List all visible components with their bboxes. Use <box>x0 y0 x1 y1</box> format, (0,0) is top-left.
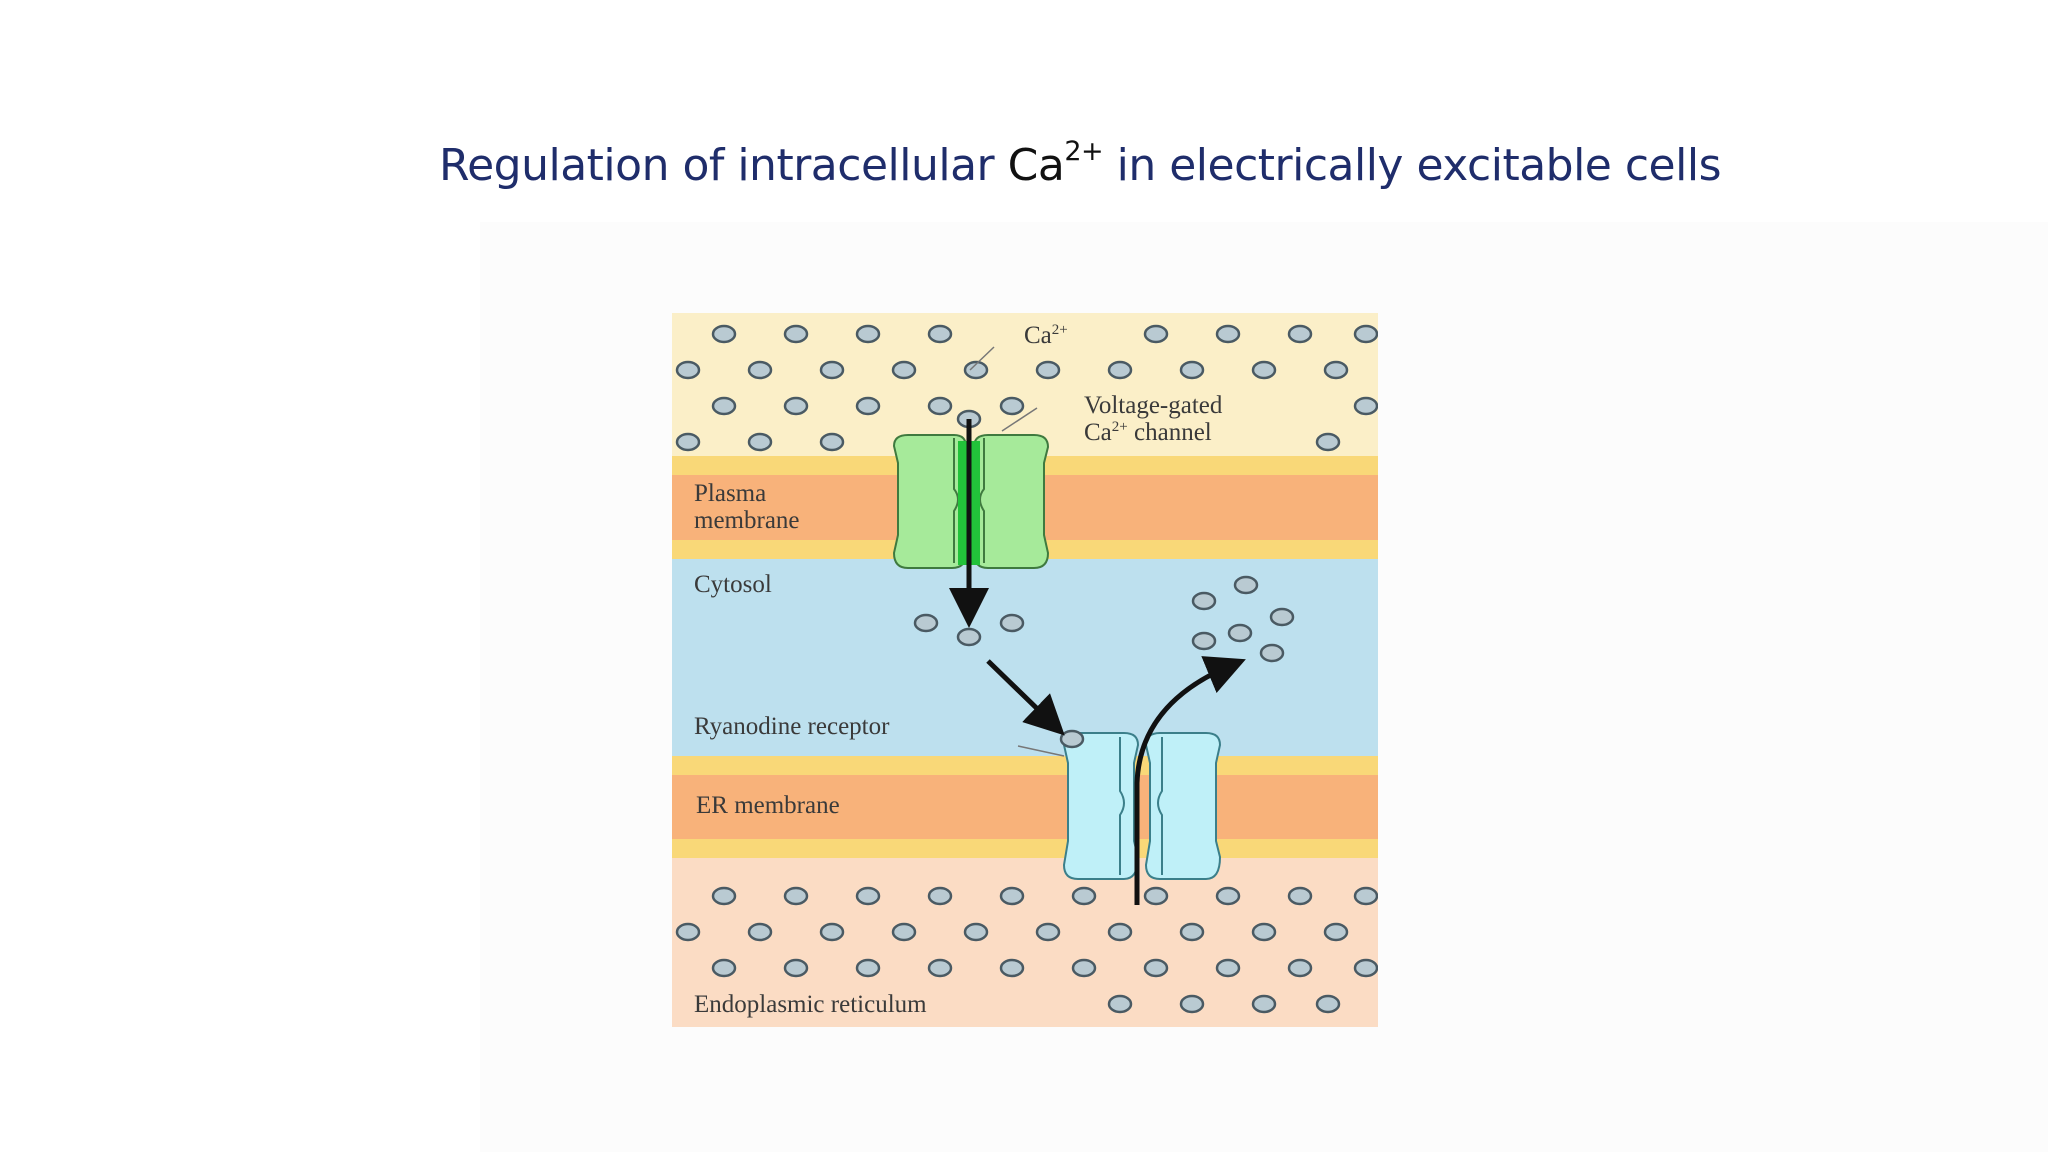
calcium-ion-icon <box>1259 643 1285 663</box>
calcium-ion-icon <box>1107 360 1133 380</box>
calcium-ion-icon <box>711 324 737 344</box>
calcium-ion-icon <box>819 432 845 452</box>
calcium-ion-icon <box>1323 922 1349 942</box>
calcium-ion-icon <box>783 396 809 416</box>
calcium-ion-icon <box>855 958 881 978</box>
ion-label: Ca2+ <box>1024 322 1068 349</box>
calcium-ion-icon <box>999 886 1025 906</box>
calcium-ion-icon <box>1353 886 1378 906</box>
calcium-ion-icon <box>891 360 917 380</box>
calcium-ion-icon <box>1251 922 1277 942</box>
ryanodine-receptor-icon <box>1062 732 1222 880</box>
calcium-ion-icon <box>999 396 1025 416</box>
calcium-ion-icon <box>855 324 881 344</box>
calcium-ion-icon <box>1315 432 1341 452</box>
release-arrow-icon <box>1134 656 1246 905</box>
calcium-ion-icon <box>1107 994 1133 1014</box>
calcium-ion-icon <box>1287 958 1313 978</box>
calcium-ion-icon <box>1179 360 1205 380</box>
calcium-ion-icon <box>1215 886 1241 906</box>
calcium-ion-icon <box>1143 886 1169 906</box>
calcium-ion-icon <box>747 922 773 942</box>
title-ion-charge: 2+ <box>1064 136 1104 168</box>
calcium-ion-icon <box>855 396 881 416</box>
slide-title: Regulation of intracellular Ca2+ in elec… <box>0 136 2048 191</box>
calcium-ion-icon <box>1143 324 1169 344</box>
ryanodine-receptor-label: Ryanodine receptor <box>694 713 890 740</box>
calcium-ion-icon <box>1227 623 1253 643</box>
calcium-ions <box>675 324 1378 1014</box>
channel-label-line1: Voltage-gated <box>1084 392 1223 419</box>
calcium-ion-icon <box>1071 886 1097 906</box>
plasma-membrane-label-line1: Plasma <box>694 480 766 507</box>
calcium-ion-icon <box>819 922 845 942</box>
er-membrane-top-edge <box>672 756 1378 775</box>
calcium-ion-icon <box>891 922 917 942</box>
calcium-ion-icon <box>747 432 773 452</box>
calcium-ion-icon <box>747 360 773 380</box>
calcium-ion-icon <box>1233 575 1259 595</box>
calcium-ion-icon <box>927 886 953 906</box>
calcium-ion-icon <box>1035 360 1061 380</box>
er-membrane-label: ER membrane <box>696 792 840 819</box>
calcium-ion-icon <box>1179 994 1205 1014</box>
calcium-ion-icon <box>711 958 737 978</box>
calcium-ion-icon <box>956 627 982 647</box>
cytosol-label: Cytosol <box>694 571 772 598</box>
calcium-ion-icon <box>1143 958 1169 978</box>
er-membrane-bottom-edge <box>672 839 1378 858</box>
calcium-ion-icon <box>1287 324 1313 344</box>
calcium-ion-icon <box>1315 994 1341 1014</box>
calcium-ion-icon <box>1353 324 1378 344</box>
calcium-ion-icon <box>783 324 809 344</box>
calcium-ion-icon <box>675 922 701 942</box>
title-ion: Ca2+ <box>1007 136 1104 191</box>
calcium-ion-icon <box>1071 958 1097 978</box>
calcium-ion-icon <box>783 886 809 906</box>
calcium-ion-icon <box>1251 360 1277 380</box>
ion-leader-line <box>969 346 995 371</box>
calcium-ion-icon <box>999 613 1025 633</box>
title-text-part1: Regulation of intracellular <box>439 140 1008 191</box>
calcium-ion-icon <box>1059 729 1085 749</box>
calcium-ion-icon <box>1107 922 1133 942</box>
calcium-ion-icon <box>855 886 881 906</box>
channel-leader-line <box>1001 407 1038 432</box>
calcium-ion-icon <box>963 922 989 942</box>
calcium-ion-icon <box>1353 958 1378 978</box>
trigger-arrow-icon <box>986 659 1065 736</box>
calcium-ion-icon <box>1269 607 1295 627</box>
plasma-membrane-label-line2: membrane <box>694 507 800 534</box>
calcium-ion-icon <box>927 324 953 344</box>
calcium-ion-icon <box>1215 324 1241 344</box>
calcium-ion-icon <box>675 360 701 380</box>
calcium-ion-icon <box>1287 886 1313 906</box>
calcium-ion-icon <box>1191 591 1217 611</box>
calcium-ion-icon <box>1251 994 1277 1014</box>
calcium-ion-icon <box>963 360 989 380</box>
calcium-ion-icon <box>783 958 809 978</box>
calcium-ion-icon <box>819 360 845 380</box>
title-ion-symbol: Ca <box>1007 140 1065 191</box>
calcium-ion-icon <box>675 432 701 452</box>
calcium-ion-icon <box>1191 631 1217 651</box>
calcium-ion-icon <box>1215 958 1241 978</box>
calcium-ion-icon <box>927 958 953 978</box>
calcium-ion-icon <box>927 396 953 416</box>
ryanodine-leader-line <box>1017 745 1065 757</box>
calcium-ion-icon <box>711 886 737 906</box>
calcium-ion-icon <box>1323 360 1349 380</box>
title-text-part2: in electrically excitable cells <box>1103 140 1722 191</box>
calcium-ion-icon <box>1353 396 1378 416</box>
channel-label-line2: Ca2+ channel <box>1084 419 1212 446</box>
er-membrane-core <box>672 775 1378 839</box>
calcium-ion-icon <box>913 613 939 633</box>
calcium-ion-icon <box>711 396 737 416</box>
calcium-regulation-diagram: Ca2+ Voltage-gated Ca2+ channel Plasma m… <box>672 313 1378 1027</box>
calcium-ion-icon <box>999 958 1025 978</box>
endoplasmic-reticulum-label: Endoplasmic reticulum <box>694 991 927 1018</box>
calcium-ion-icon <box>1035 922 1061 942</box>
calcium-ion-icon <box>1179 922 1205 942</box>
